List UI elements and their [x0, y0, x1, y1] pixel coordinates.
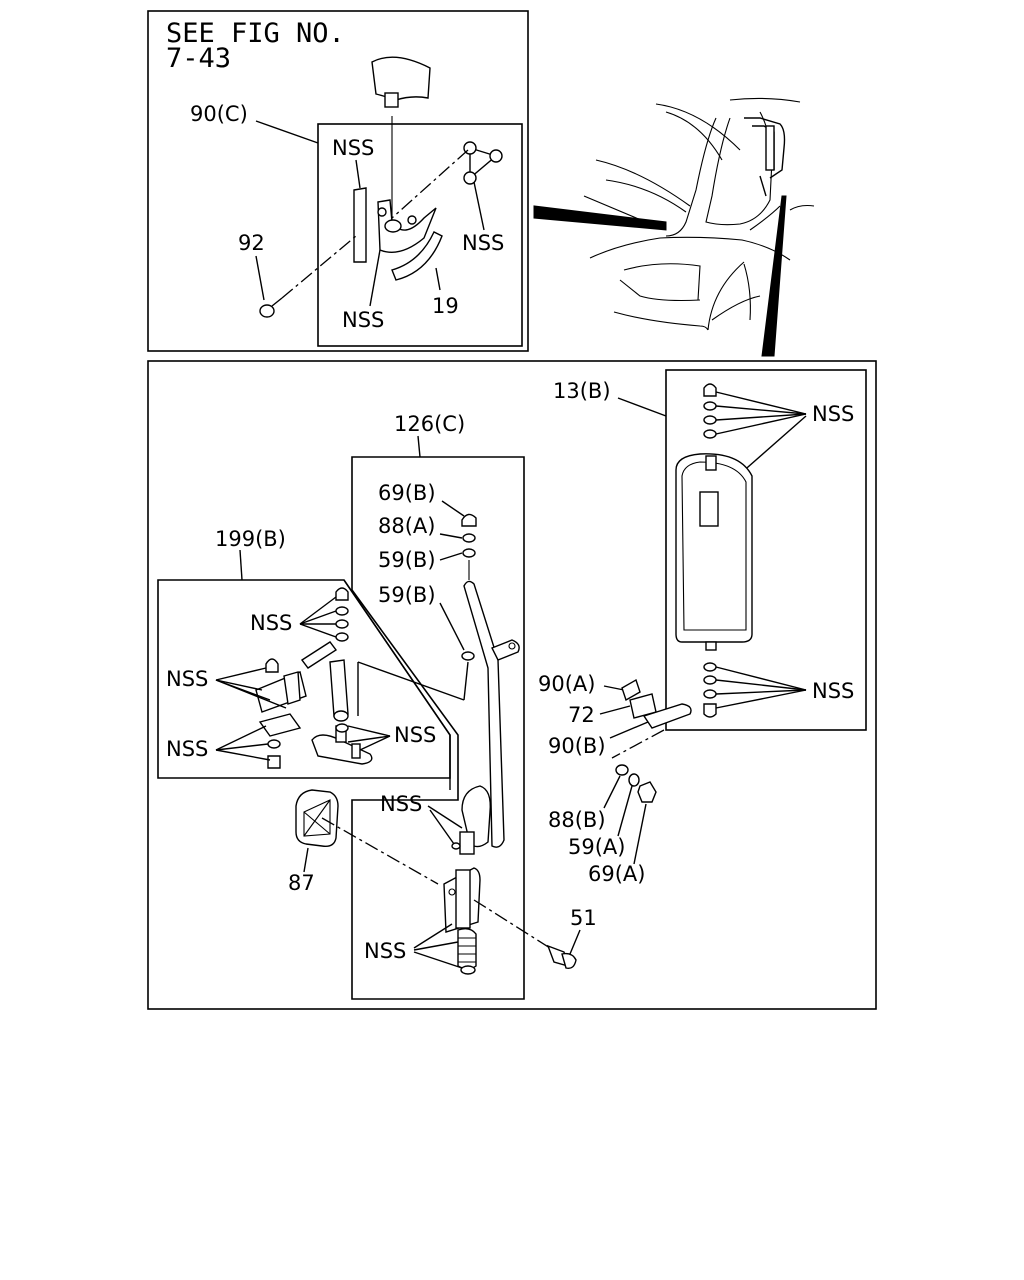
main-assembly-frame	[147, 360, 877, 1010]
mirror-nss-bottom-fasteners	[703, 662, 717, 718]
label-59b-lower: 59(B)	[378, 583, 436, 607]
label-nss-mirror-bottom: NSS	[812, 679, 854, 703]
triangle-bracket-part	[463, 141, 503, 185]
washer-88b	[615, 764, 629, 776]
label-87: 87	[288, 871, 315, 895]
mirror-assembly-frame	[665, 369, 867, 731]
cap-nut-69b	[461, 513, 477, 527]
label-51: 51	[570, 906, 597, 930]
label-69a: 69(A)	[588, 862, 645, 886]
label-92: 92	[238, 231, 265, 255]
screw-92-part	[259, 297, 283, 318]
label-88a: 88(A)	[378, 514, 435, 538]
label-nss-sub-4: NSS	[394, 723, 436, 747]
clip-90a	[621, 678, 641, 702]
hinge-part	[443, 867, 481, 975]
stay-assembly-frame	[351, 456, 525, 1000]
label-69b: 69(B)	[378, 481, 436, 505]
label-13b: 13(B)	[553, 379, 611, 403]
stay-rod-part	[459, 580, 520, 855]
label-nss-inner-right: NSS	[462, 231, 504, 255]
washer-59b-lower	[461, 651, 475, 661]
inner-assembly-frame	[317, 123, 523, 347]
sub-assembly-frame	[157, 579, 451, 779]
label-nss-sub-1: NSS	[250, 611, 292, 635]
mirror-head-part	[371, 56, 431, 108]
label-72: 72	[568, 703, 595, 727]
label-nss-stay: NSS	[380, 792, 422, 816]
label-nss-inner-bottom: NSS	[342, 308, 384, 332]
label-nss-sub-3: NSS	[166, 737, 208, 761]
hose-part-19	[391, 231, 443, 281]
header-see-fig: SEE FIG NO.	[166, 18, 345, 49]
bracket-90b	[642, 703, 692, 729]
label-nss-hinge: NSS	[364, 939, 406, 963]
sub-assembly-fasteners	[335, 587, 349, 642]
vehicle-illustration	[533, 97, 815, 357]
label-199b: 199(B)	[215, 527, 286, 551]
label-88b: 88(B)	[548, 808, 606, 832]
label-126c: 126(C)	[394, 412, 465, 436]
washer-59a	[628, 773, 640, 787]
label-59a: 59(A)	[568, 835, 625, 859]
label-nss-inner-left: NSS	[332, 136, 374, 160]
top-inset-frame	[147, 10, 529, 352]
pad-part-87	[295, 789, 339, 848]
washer-59b-upper	[462, 548, 476, 558]
header-fig-number: 7-43	[166, 43, 231, 74]
bolt-part-51	[546, 944, 577, 970]
label-nss-mirror-top: NSS	[812, 402, 854, 426]
label-90a: 90(A)	[538, 672, 595, 696]
washer-88a	[462, 533, 476, 543]
sub-assembly-bracket	[255, 641, 373, 769]
mirror-nss-top-fasteners	[703, 383, 717, 439]
mirror-body-part	[675, 453, 753, 651]
label-90c: 90(C)	[190, 102, 248, 126]
label-nss-sub-2: NSS	[166, 667, 208, 691]
nut-69a	[637, 781, 657, 803]
label-19: 19	[432, 294, 459, 318]
label-90b: 90(B)	[548, 734, 606, 758]
label-59b-upper: 59(B)	[378, 548, 436, 572]
